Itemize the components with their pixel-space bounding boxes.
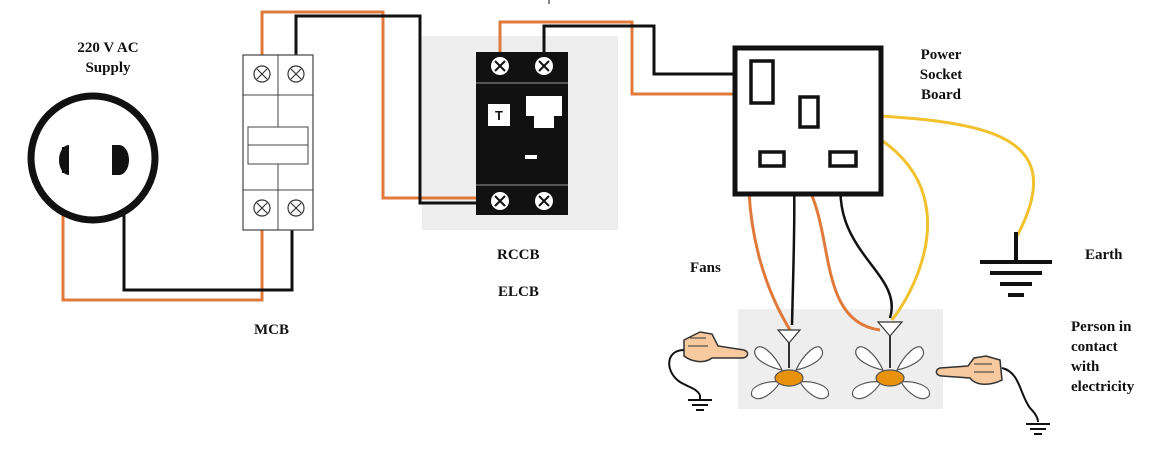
ceiling-fan-right-icon (851, 321, 931, 400)
supply-label-line1: 220 V AC (77, 40, 139, 56)
pointing-hand-left-icon (668, 331, 749, 411)
rccb-label: RCCB (497, 247, 540, 263)
person-label-line4: electricity (1071, 379, 1135, 395)
supply-label: 220 V AC Supply (62, 38, 154, 78)
mcb-breaker-icon (242, 54, 314, 231)
supply-label-line2: Supply (85, 60, 131, 76)
earth-label: Earth (1085, 247, 1123, 263)
person-label-line3: with (1071, 359, 1100, 375)
earth-ground-icon (980, 232, 1052, 297)
person-label-line1: Person in (1071, 319, 1132, 335)
socket-label-line3: Board (920, 87, 961, 100)
pointing-hand-right-icon (935, 355, 1050, 435)
rccb-test-button-label: T (495, 108, 503, 123)
person-label: Person in contact with electricity (1071, 317, 1134, 397)
fans-label: Fans (690, 260, 721, 276)
socket-label-line2: Socket (919, 67, 963, 83)
socket-label-line1: Power (920, 47, 962, 63)
mcb-rccb-live-wire (260, 10, 500, 200)
socket-board-label: Power Socket Board (908, 45, 974, 100)
ceiling-fan-left-icon (750, 329, 830, 400)
rccb-socket-neutral-wire (542, 24, 760, 76)
person-label-line2: contact (1071, 339, 1118, 355)
mcb-rccb-neutral-wire (294, 14, 500, 205)
supply-neutral-wire (122, 165, 294, 292)
power-socket-board-icon (732, 45, 884, 197)
mcb-label: MCB (254, 322, 289, 338)
ac-supply-outlet-icon (27, 92, 159, 224)
rccb-socket-live-wire (498, 20, 760, 96)
elcb-label: ELCB (498, 284, 539, 300)
supply-live-wire (61, 160, 264, 302)
rccb-breaker-icon (476, 52, 568, 215)
